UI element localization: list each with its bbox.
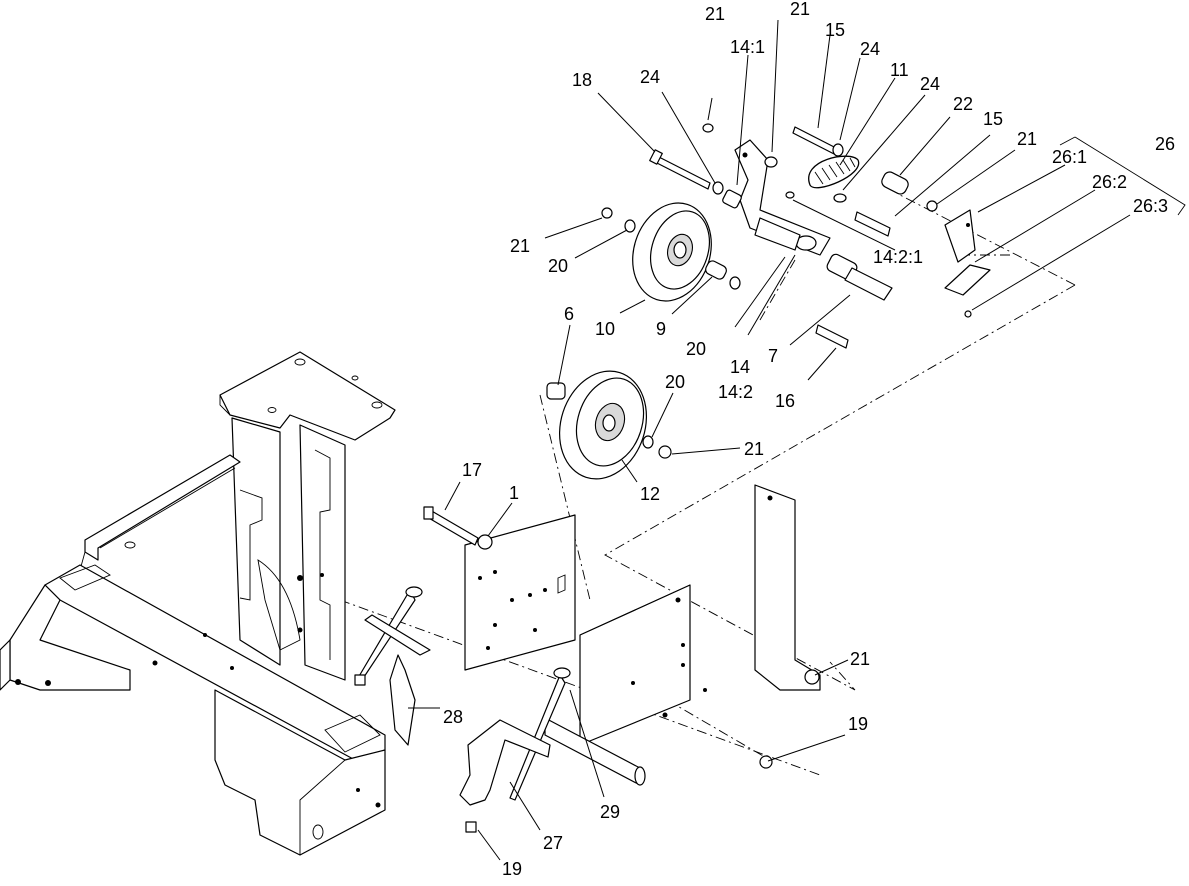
callout-28: 28 <box>443 707 463 727</box>
callout-26-1: 26:1 <box>1052 147 1087 167</box>
callout-19: 19 <box>502 859 522 879</box>
callout-20: 20 <box>665 372 685 392</box>
callout-15: 15 <box>825 20 845 40</box>
callout-24: 24 <box>860 39 880 59</box>
callout-14: 14 <box>730 357 750 377</box>
callout-27: 27 <box>543 833 563 853</box>
callout-22: 22 <box>953 94 973 114</box>
callout-6: 6 <box>564 304 574 324</box>
callout-19: 19 <box>848 714 868 734</box>
callout-21: 21 <box>744 439 764 459</box>
callout-24: 24 <box>920 74 940 94</box>
callout-18: 18 <box>572 70 592 90</box>
callout-11: 11 <box>890 60 909 80</box>
idler-arm-assembly <box>649 123 1186 318</box>
callout-20: 20 <box>548 256 568 276</box>
callout-16: 16 <box>775 391 795 411</box>
callout-12: 12 <box>640 484 660 504</box>
callout-14-2: 14:2 <box>718 382 753 402</box>
callout-21: 21 <box>705 4 725 24</box>
pulley-12 <box>546 370 672 480</box>
callout-21: 21 <box>510 236 530 256</box>
callout-14-2-1: 14:2:1 <box>873 247 923 267</box>
callout-labels: 21 21 14:1 15 24 11 24 18 24 22 15 21 26… <box>443 0 1175 879</box>
callout-24: 24 <box>640 67 660 87</box>
callout-7: 7 <box>768 346 778 366</box>
callout-26-3: 26:3 <box>1133 196 1168 216</box>
callout-21: 21 <box>850 649 870 669</box>
lower-parts <box>354 506 820 833</box>
callout-10: 10 <box>595 319 615 339</box>
main-frame <box>0 351 396 856</box>
callout-21: 21 <box>790 0 810 19</box>
callout-21: 21 <box>1017 129 1037 149</box>
callout-14-1: 14:1 <box>730 37 765 57</box>
callout-26-2: 26:2 <box>1092 172 1127 192</box>
callout-1: 1 <box>509 483 519 503</box>
leader-lines <box>408 19 1131 861</box>
pulley-10 <box>601 202 893 349</box>
spring-11 <box>808 155 860 189</box>
callout-20: 20 <box>686 339 706 359</box>
callout-26: 26 <box>1155 134 1175 154</box>
callout-9: 9 <box>656 319 666 339</box>
center-plates <box>464 484 821 786</box>
callout-17: 17 <box>462 460 482 480</box>
callout-29: 29 <box>600 802 620 822</box>
callout-15: 15 <box>983 109 1003 129</box>
